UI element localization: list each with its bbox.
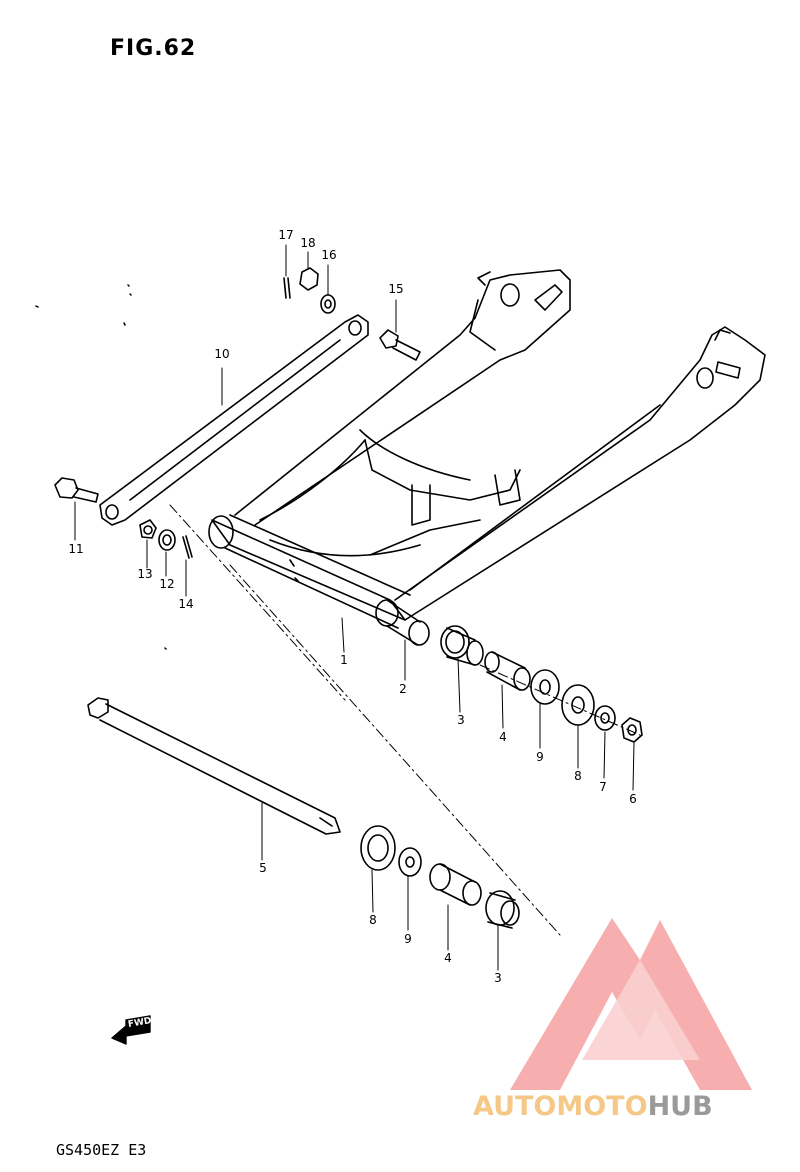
bolt-11: [54, 477, 99, 503]
callout-3-lower: 3: [494, 971, 502, 985]
pivot-shaft: [87, 697, 341, 835]
scan-specks: [35, 284, 167, 650]
callout-4-lower: 4: [444, 951, 452, 965]
callout-8-lower: 8: [369, 913, 377, 927]
figure-title: FIG.62: [110, 36, 197, 61]
callout-11: 11: [68, 542, 84, 556]
callout-10: 10: [214, 347, 230, 361]
callout-8: 8: [574, 769, 582, 783]
callout-7: 7: [599, 780, 607, 794]
callout-9: 9: [536, 750, 544, 764]
callout-1: 1: [340, 653, 348, 667]
right-hardware-stack: [440, 625, 643, 743]
callout-2: 2: [399, 682, 407, 696]
pivot-sleeve: [375, 599, 430, 646]
callout-15: 15: [388, 282, 404, 296]
swingarm: [208, 269, 766, 629]
callout-12: 12: [159, 577, 175, 591]
nut-washer-pin: [139, 519, 193, 559]
callout-18: 18: [300, 236, 316, 250]
fwd-arrow: [111, 1015, 151, 1045]
center-lines: [169, 504, 641, 936]
callout-4: 4: [499, 730, 507, 744]
model-code: GS450EZ E3: [56, 1141, 147, 1159]
callout-3: 3: [457, 713, 465, 727]
watermark-logo: [510, 918, 752, 1090]
watermark-word-2: HUB: [647, 1091, 713, 1122]
callout-13: 13: [137, 567, 153, 581]
watermark-wordmark: AUTOMOTOHUB: [473, 1091, 713, 1122]
callout-14: 14: [178, 597, 194, 611]
callout-16: 16: [321, 248, 337, 262]
callout-17: 17: [278, 228, 294, 242]
leader-lines: [74, 244, 635, 971]
watermark-word-1: AUTOMOTO: [473, 1091, 648, 1122]
left-hardware-stack: [360, 825, 520, 929]
callout-9-lower: 9: [404, 932, 412, 946]
callout-5: 5: [259, 861, 267, 875]
callout-6: 6: [629, 792, 637, 806]
torque-link: [99, 314, 369, 526]
